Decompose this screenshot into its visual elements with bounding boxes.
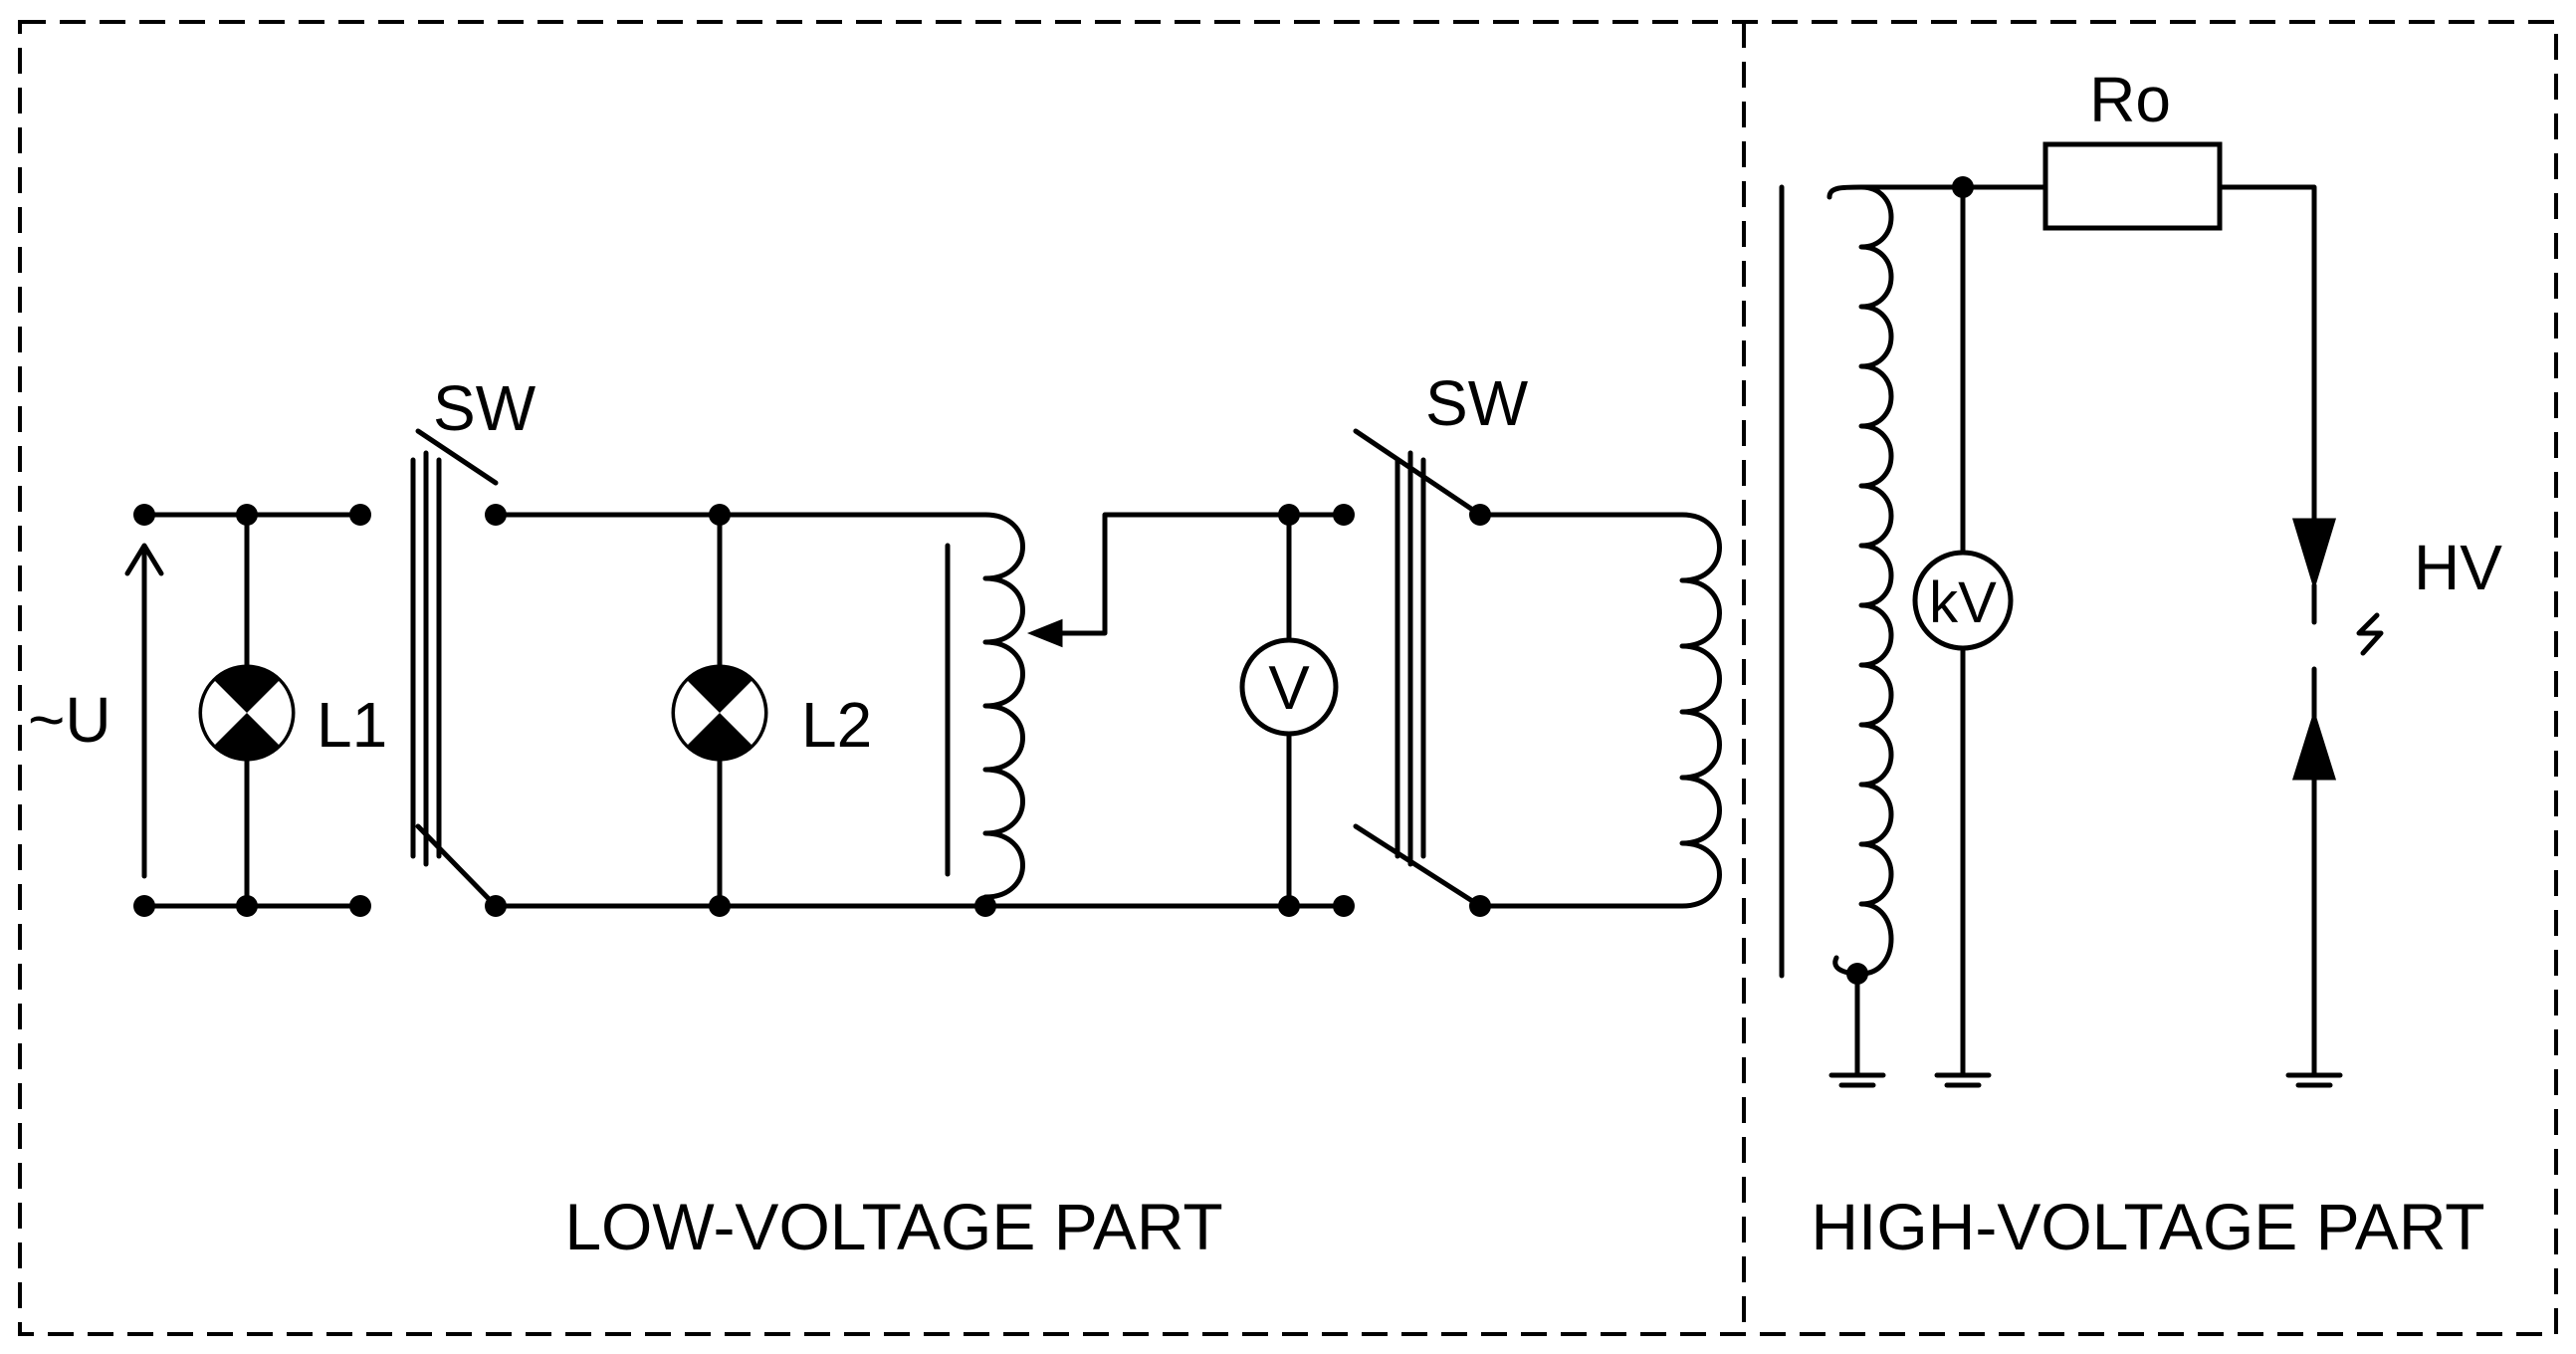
autotransformer [945,504,1355,917]
kilovoltmeter-label: kV [1929,570,1997,635]
switch-1-label: SW [433,372,537,444]
transformer-secondary [1826,184,1894,1088]
lamp-l2: L2 [671,504,872,917]
spark-icon [2356,612,2384,656]
voltmeter-label: V [1268,654,1310,723]
lamp-l1-label: L1 [317,689,387,761]
source-input: ~U [28,504,371,917]
kilovoltmeter: kV [1912,184,2014,1088]
spark-gap: HV [2285,518,2502,1088]
lamp-l2-label: L2 [801,689,872,761]
section-frames [18,20,2558,1336]
outer-frame [18,20,2558,1336]
lamp-l1: L1 [198,512,387,909]
resistor-ro: Ro [2042,64,2317,531]
transformer-primary [1477,512,1722,909]
source-label: ~U [28,684,111,756]
switch-2-label: SW [1425,367,1529,439]
low-voltage-section-label: LOW-VOLTAGE PART [564,1190,1222,1263]
spark-gap-label: HV [2414,532,2502,603]
low-voltage-circuit: ~U L1 SW [28,367,1722,1263]
kilovoltmeter-icon [1912,550,2014,651]
switch-2: SW [1353,367,1529,917]
resistor-label: Ro [2089,64,2171,135]
switch-1: SW [410,372,537,917]
voltmeter-icon [1239,637,1339,737]
resistor-icon [2042,141,2223,231]
high-voltage-circuit: kV Ro HV HIGH-VOLTAGE PART [1779,64,2502,1263]
voltmeter: V [1239,512,1339,909]
high-voltage-section-label: HIGH-VOLTAGE PART [1811,1190,2484,1263]
